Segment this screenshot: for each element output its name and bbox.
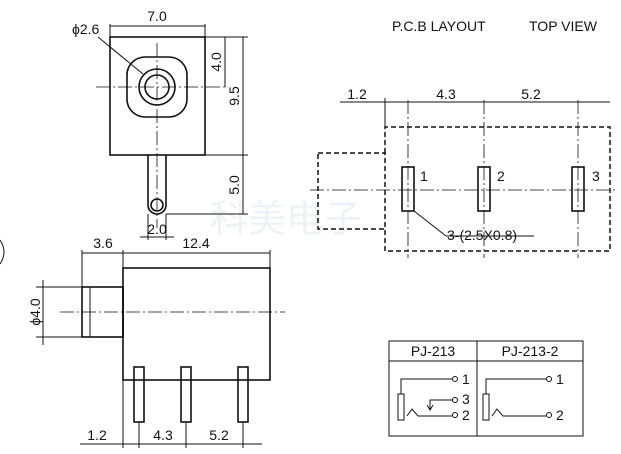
schematic-left-sleeve: [397, 393, 405, 421]
schematic-table: PJ-213 PJ-213-2 1 3 2 1 2: [388, 340, 584, 437]
schematic-left-pin-2: 2: [462, 407, 470, 423]
schematic-left-pin-3: 3: [462, 391, 470, 407]
schematic-left-pin-1: 1: [462, 371, 470, 387]
dim-4-0-label: 4.0: [208, 52, 224, 72]
dim-12-4-label: 12.4: [182, 235, 209, 251]
dim-9-5-label: 9.5: [226, 86, 242, 106]
edge-arc: [0, 239, 5, 265]
pcb-barrel-outline: [317, 152, 386, 230]
schematic-right-pin-2: 2: [556, 407, 564, 423]
schematic-right-sleeve: [482, 393, 490, 421]
schematic-model-pj-213-2: PJ-213-2: [502, 343, 559, 359]
pcb-dim-4-3-label: 4.3: [436, 86, 456, 102]
pcb-dim-5-2-label: 5.2: [521, 86, 541, 102]
pcb-outline: [384, 126, 611, 252]
pcb-pad-1-label: 1: [420, 168, 428, 184]
watermark: 科美电子: [210, 197, 362, 241]
pcb-layout: P.C.B LAYOUT TOP VIEW 1 2 3 3-(2.5X0.8) …: [310, 18, 615, 258]
dim-hole-label: ϕ2.6: [72, 21, 100, 37]
pcb-pad-3-label: 3: [592, 168, 600, 184]
dim-bottom-4-3-label: 4.3: [153, 427, 173, 443]
side-view-body: [122, 267, 271, 381]
leader-hole: [97, 36, 144, 75]
side-view: 3.6 12.4 ϕ4.0 1.2 4.3 5.2: [27, 235, 285, 448]
top-view-body: [109, 36, 206, 156]
top-view-title: TOP VIEW: [529, 18, 598, 34]
schematic-right-pin-1: 1: [556, 371, 564, 387]
pcb-dim-1-2-label: 1.2: [347, 86, 367, 102]
side-view-pin-1: [133, 366, 145, 423]
pcb-pad-2-label: 2: [497, 168, 505, 184]
pcb-pad-3: [571, 166, 585, 212]
dim-3-6-label: 3.6: [93, 235, 113, 251]
pcb-layout-title: P.C.B LAYOUT: [392, 18, 486, 34]
schematic-model-pj-213: PJ-213: [411, 343, 456, 359]
dim-2-0-label: 2.0: [147, 221, 167, 237]
pcb-pad-note: 3-(2.5X0.8): [447, 227, 517, 243]
top-view: 7.0 ϕ2.6 4.0 9.5 5.0 2.0: [72, 8, 248, 240]
dim-dia4-label: ϕ4.0: [27, 298, 43, 326]
pcb-pad-2: [477, 166, 491, 212]
dim-bottom-5-2-label: 5.2: [209, 427, 229, 443]
side-view-pin-3: [237, 366, 249, 423]
pcb-pad-1: [401, 166, 415, 212]
dim-7-0-label: 7.0: [147, 8, 167, 24]
dim-5-0-label: 5.0: [226, 175, 242, 195]
schematic-frame: [388, 340, 584, 437]
side-view-pin-2: [180, 366, 192, 423]
pcb-pad-leader: [413, 210, 447, 237]
dim-bottom-1-2-label: 1.2: [87, 427, 107, 443]
